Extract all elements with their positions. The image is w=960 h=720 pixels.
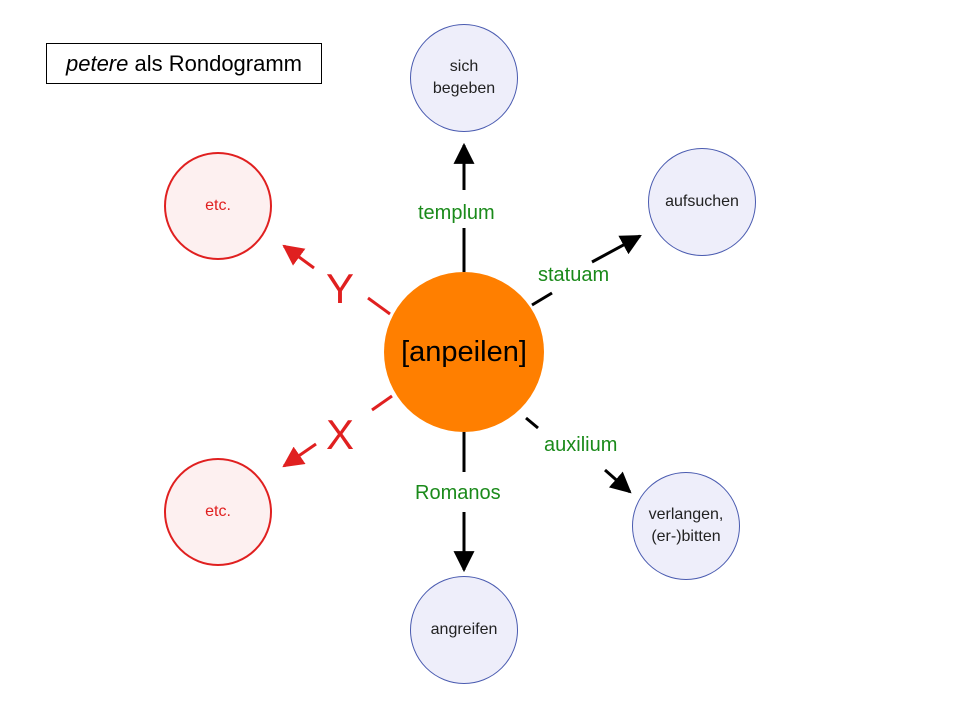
object-label-templum: templum — [418, 202, 495, 224]
object-label-x: X — [326, 411, 355, 458]
meaning-bottom-line1: angreifen — [430, 621, 498, 639]
title-italic: petere — [65, 50, 129, 76]
meaning-node-lower-left: etc. — [164, 458, 272, 566]
meaning-upper-left-line1: etc. — [205, 197, 231, 215]
arrow-y-inner — [367, 296, 391, 316]
arrow-statuam-outer — [591, 234, 642, 264]
meaning-node-bottom: angreifen — [410, 576, 518, 684]
object-label-y: Y — [326, 265, 355, 312]
diagram-title: petere als Rondogramm — [46, 43, 322, 84]
object-label-romanos: Romanos — [415, 482, 501, 504]
meaning-lower-left-line1: etc. — [205, 503, 231, 521]
arrow-x-inner — [371, 394, 393, 412]
meaning-top-line1: sich — [449, 58, 479, 76]
arrow-statuam-inner — [531, 291, 553, 307]
meaning-lower-right-line2: (er-)bitten — [651, 528, 721, 545]
core-meaning-label: [anpeilen] — [401, 335, 527, 368]
meaning-node-upper-left: etc. — [164, 152, 272, 260]
arrow-auxilium-outer — [604, 468, 632, 494]
meaning-top-line2: begeben — [432, 80, 496, 97]
meaning-node-upper-right: aufsuchen — [648, 148, 756, 256]
core-meaning-circle: [anpeilen] — [384, 272, 544, 432]
meaning-node-top: sich begeben — [410, 24, 518, 132]
arrow-auxilium-inner — [525, 416, 539, 430]
meaning-upper-right-line1: aufsuchen — [665, 193, 739, 211]
meaning-node-lower-right: verlangen, (er-)bitten — [632, 472, 740, 580]
meaning-lower-right-line1: verlangen, — [648, 506, 724, 524]
title-rest: als Rondogramm — [128, 50, 303, 76]
object-label-statuam: statuam — [538, 264, 610, 286]
arrow-y-outer — [282, 244, 315, 270]
object-label-auxilium: auxilium — [544, 434, 618, 456]
arrow-x-outer — [282, 442, 317, 468]
